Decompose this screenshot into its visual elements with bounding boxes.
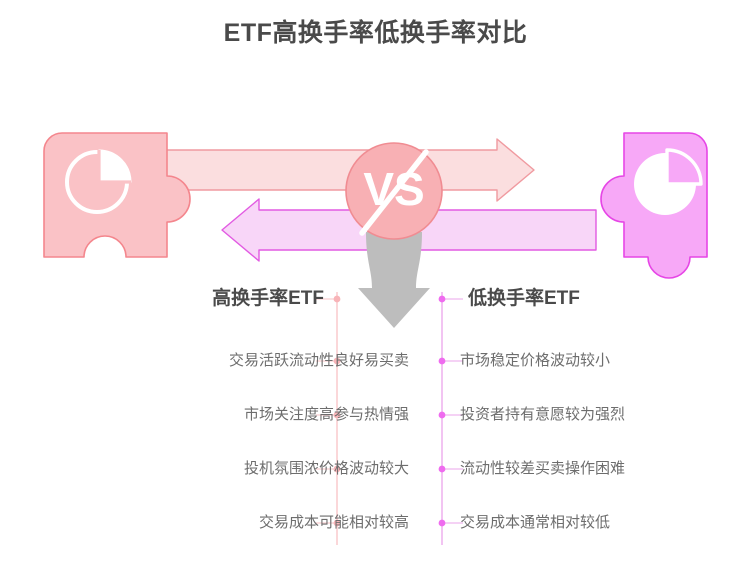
right-list-item-1: 市场稳定价格波动较小 — [460, 352, 611, 369]
arrow-down-icon — [358, 232, 430, 328]
left-list-item-4: 交易成本可能相对较高 — [258, 514, 409, 531]
pie-chart-filled-icon — [634, 148, 703, 215]
left-timeline — [316, 292, 341, 545]
left-list-item-1: 交易活跃流动性良好易买卖 — [228, 352, 409, 369]
left-panel-heading: 高换手率ETF — [212, 288, 324, 309]
versus-badge-icon: VS — [345, 142, 443, 240]
left-list-item-2: 市场关注度高参与热情强 — [243, 406, 409, 423]
right-timeline — [438, 292, 463, 545]
right-list-item-2: 投资者持有意愿较为强烈 — [460, 406, 626, 423]
page-title: ETF高换手率低换手率对比 — [223, 19, 528, 47]
left-list-item-3: 投机氛围浓价格波动较大 — [243, 460, 409, 477]
pie-chart-outline-icon — [65, 149, 132, 214]
puzzle-piece-left-icon — [43, 132, 191, 258]
right-list-item-4: 交易成本通常相对较低 — [460, 514, 611, 531]
right-panel-heading: 低换手率ETF — [468, 288, 580, 309]
puzzle-piece-right-icon — [600, 132, 708, 279]
right-list-item-3: 流动性较差买卖操作困难 — [460, 460, 626, 477]
